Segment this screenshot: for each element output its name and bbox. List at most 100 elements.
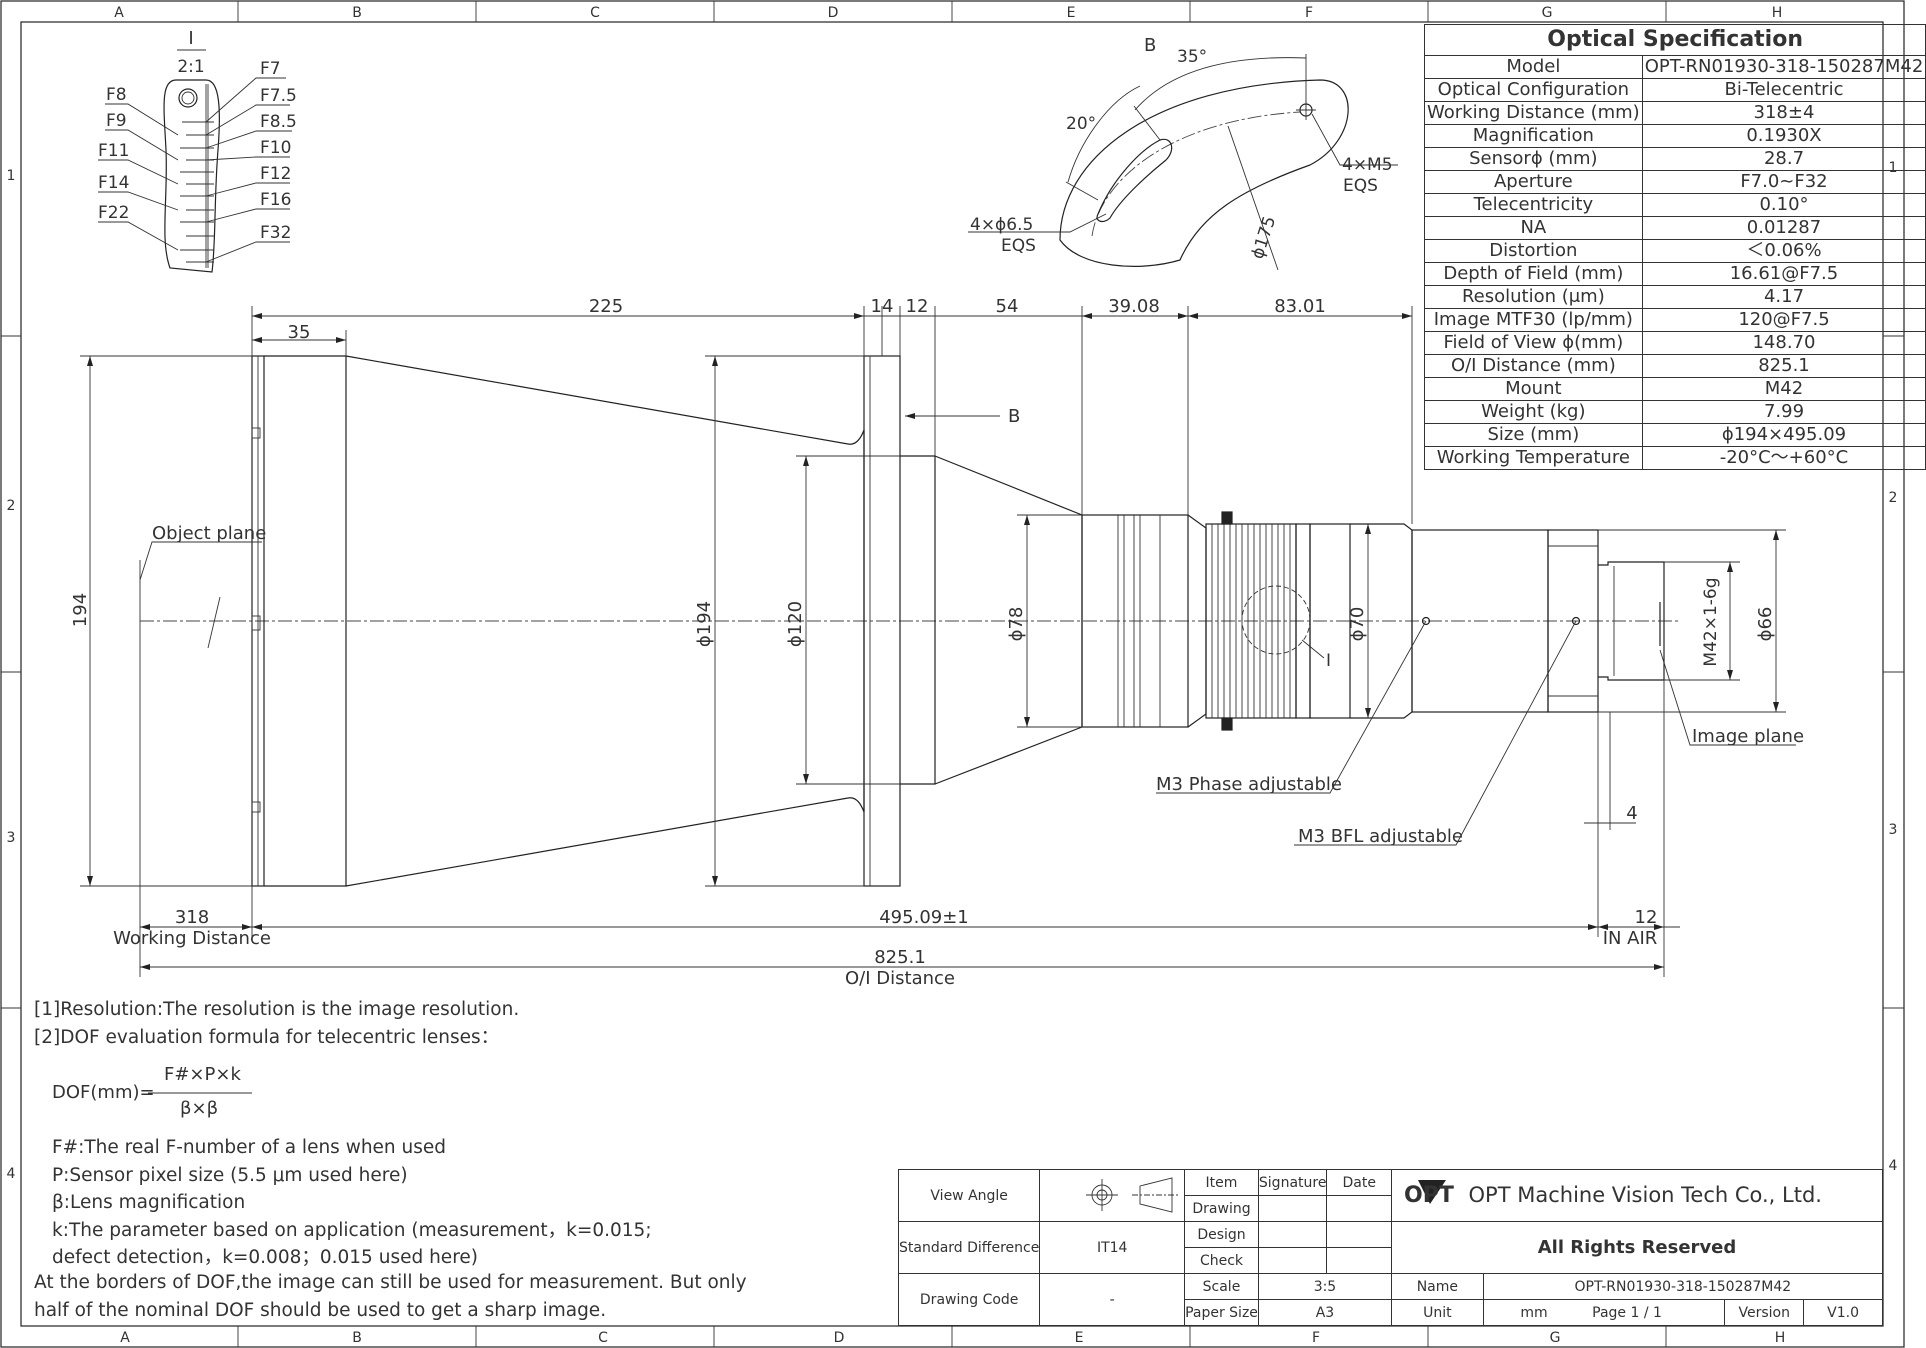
col-label-d: D [828, 5, 839, 21]
row-label-1: 1 [7, 168, 16, 184]
notes-end: At the borders of DOF,the image can stil… [34, 1269, 914, 1324]
dof-lhs: DOF(mm)= [52, 1082, 155, 1103]
spec-val: 0.01287 [1641, 216, 1926, 240]
row-label-4: 4 [7, 1166, 16, 1182]
note-border1: At the borders of DOF,the image can stil… [34, 1272, 747, 1293]
dim-phi194: ϕ194 [694, 601, 715, 647]
spec-key: Distortion [1424, 239, 1643, 263]
dim-825: 825.1 [874, 947, 926, 968]
spec-val: Bi-Telecentric [1641, 78, 1926, 102]
dim-12-bottom: 12 [1635, 907, 1658, 928]
note-dof: [2]DOF evaluation formula for telecentri… [34, 1026, 500, 1048]
tb-name-value: OPT-RN01930-318-150287M42 [1482, 1273, 1884, 1300]
spec-val: OPT-RN01930-318-150287M42 [1641, 55, 1926, 79]
col-label-b-bottom: B [352, 1330, 362, 1346]
dim-83-01: 83.01 [1274, 296, 1326, 317]
dim-35: 35 [288, 322, 311, 343]
drawing-code-label: Drawing Code [897, 1273, 1041, 1326]
col-label-a: A [114, 5, 124, 21]
aperture-ring-outline [163, 79, 220, 273]
tb-name: Name [1391, 1273, 1484, 1300]
col-label-h: H [1772, 5, 1783, 21]
company-text: OPT Machine Vision Tech Co., Ltd. [1468, 1183, 1822, 1207]
spec-title: Optical Specification [1423, 24, 1926, 56]
dim-in-air: IN AIR [1603, 928, 1658, 949]
spec-key: Optical Configuration [1424, 78, 1643, 102]
spec-val: F7.0~F32 [1641, 170, 1926, 194]
row-label-4-right: 4 [1889, 1158, 1898, 1174]
col-label-c-bottom: C [598, 1330, 608, 1346]
stop-f7-5: F7.5 [260, 86, 297, 106]
spec-key: Telecentricity [1424, 193, 1643, 217]
row-label-2-right: 2 [1889, 490, 1898, 506]
col-label-g-bottom: G [1550, 1330, 1561, 1346]
company-name: OPT OPT Machine Vision Tech Co., Ltd. [1391, 1169, 1883, 1222]
lock-screw-top [1221, 511, 1233, 525]
ring-stack [1081, 514, 1189, 728]
tb-scale-value: 3:5 [1257, 1273, 1393, 1300]
inner-tube [900, 455, 936, 785]
note-beta: β:Lens magnification [52, 1192, 246, 1213]
spec-key: Model [1424, 55, 1643, 79]
stop-f7: F7 [260, 59, 281, 79]
dim-495: 495.09±1 [879, 907, 969, 928]
spec-val: 7.99 [1641, 400, 1926, 424]
col-label-b: B [352, 5, 362, 21]
row-label-2: 2 [7, 498, 16, 514]
detail-i-ref: I [1326, 651, 1331, 671]
stop-f8: F8 [106, 85, 127, 105]
dim-12-top: 12 [906, 296, 929, 317]
spec-key: Working Distance (mm) [1424, 101, 1643, 125]
tb-item: Item [1184, 1169, 1259, 1196]
phase-callout: M3 Phase adjustable [1156, 774, 1342, 795]
angle-20: 20° [1066, 114, 1096, 134]
notes-defs: F#:The real F-number of a lens when used… [52, 1134, 932, 1272]
view-angle-symbol [1039, 1169, 1186, 1222]
rights-reserved: All Rights Reserved [1391, 1221, 1883, 1274]
dim-14: 14 [871, 296, 894, 317]
image-plane-callout: Image plane [1692, 726, 1804, 747]
tb-scale: Scale [1184, 1273, 1259, 1300]
note-pixel: P:Sensor pixel size (5.5 μm used here) [52, 1164, 408, 1186]
hole-callout-eqs: EQS [1343, 176, 1378, 196]
spec-val: ＜0.06% [1641, 239, 1926, 263]
stop-f8-5: F8.5 [260, 112, 297, 132]
dim-39-08: 39.08 [1108, 296, 1160, 317]
stop-f9: F9 [106, 111, 127, 131]
stop-f12: F12 [260, 164, 291, 184]
m42-mount [1598, 561, 1665, 681]
spec-key: NA [1424, 216, 1643, 240]
tb-design: Design [1184, 1221, 1259, 1248]
spec-key: Magnification [1424, 124, 1643, 148]
slot-shape [1096, 138, 1173, 223]
drawing-code-value: - [1039, 1273, 1186, 1326]
tb-version: Version [1724, 1299, 1805, 1326]
col-label-a-bottom: A [120, 1330, 130, 1346]
bfl-collar [1547, 529, 1599, 713]
slot-callout-eqs: EQS [1001, 236, 1036, 256]
stop-f22: F22 [98, 203, 129, 223]
col-label-d-bottom: D [834, 1330, 845, 1346]
note-resolution: [1]Resolution:The resolution is the imag… [34, 999, 520, 1020]
detail-b-label: B [1144, 35, 1156, 56]
flange-segment [1059, 79, 1349, 267]
col-label-f-bottom: F [1312, 1330, 1320, 1346]
spec-key: O/I Distance (mm) [1424, 354, 1643, 378]
col-label-f: F [1305, 5, 1313, 21]
tb-paper-value: A3 [1257, 1299, 1393, 1326]
aperture-ring-dot [178, 88, 198, 108]
tb-paper: Paper Size [1184, 1299, 1259, 1326]
col-label-g: G [1542, 5, 1553, 21]
detail-i-label: I [188, 28, 193, 49]
col-label-h-bottom: H [1775, 1330, 1786, 1346]
lock-screw-bottom [1221, 717, 1233, 731]
spec-key: Aperture [1424, 170, 1643, 194]
dim-phi120: ϕ120 [785, 601, 806, 647]
std-diff-value: IT14 [1039, 1221, 1186, 1274]
view-angle-label: View Angle [897, 1169, 1041, 1222]
spec-val: 4.17 [1641, 285, 1926, 309]
detail-i-marker [1241, 585, 1311, 655]
dim-thread: M42×1-6g [1701, 577, 1721, 666]
tb-unit: Unit [1391, 1299, 1484, 1326]
